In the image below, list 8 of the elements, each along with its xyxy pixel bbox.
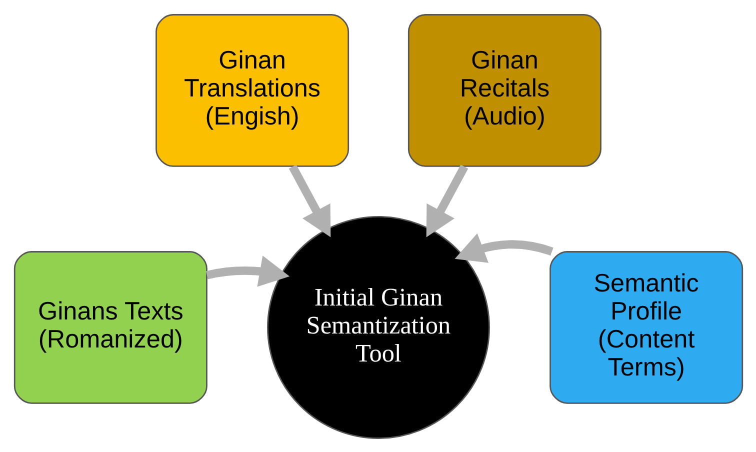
arrow [206, 255, 290, 286]
arrow [288, 164, 330, 237]
node-box: Semantic Profile (Content Terms) [549, 250, 743, 404]
arrow [426, 164, 468, 237]
node-box: Ginan Recitals (Audio) [407, 14, 601, 166]
node-box: Ginan Translations (Engish) [155, 14, 349, 166]
node-box: Ginans Texts (Romanized) [13, 250, 207, 404]
arrow [454, 232, 553, 262]
